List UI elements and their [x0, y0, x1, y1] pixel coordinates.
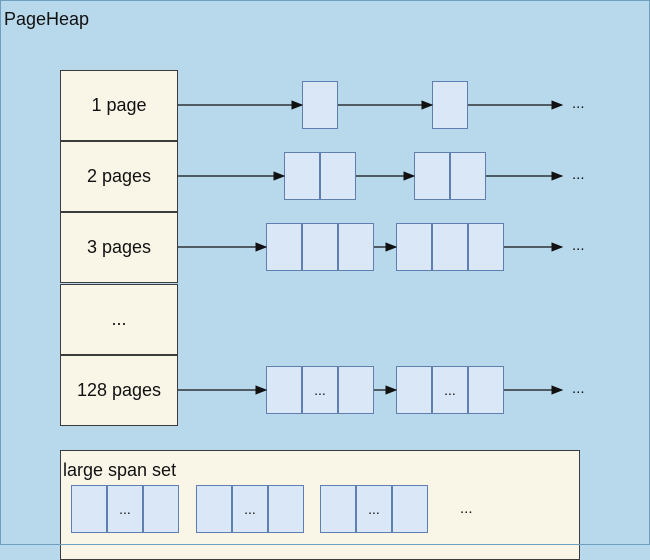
span-cell-row2-g2-c1: [414, 152, 450, 200]
large-span-cell-g2-c3: [268, 485, 304, 533]
large-span-cell-g2-c2: ...: [232, 485, 268, 533]
large-span-cell-g3-c2: ...: [356, 485, 392, 533]
span-cell-row5-g2-c1: [396, 366, 432, 414]
span-cell-row2-g1-c2: [320, 152, 356, 200]
trail-ellipsis-row-3: ...: [572, 237, 585, 254]
span-cell-row2-g1-c1: [284, 152, 320, 200]
arrow-layer: [178, 100, 564, 395]
large-span-cell-g1-c3: [143, 485, 179, 533]
page-title: PageHeap: [4, 9, 90, 29]
span-cell-row1-g2-c1: [432, 81, 468, 129]
large-span-cell-g3-c1: [320, 485, 356, 533]
span-cell-row1-g1-c1: [302, 81, 338, 129]
bucket-row-3: 3 pages: [60, 212, 178, 283]
large-span-cell-g1-c1: [71, 485, 107, 533]
span-cell-row3-g1-c3: [338, 223, 374, 271]
large-span-cell-g1-c2: ...: [107, 485, 143, 533]
large-span-trail-ellipsis: ...: [460, 500, 473, 517]
trail-ellipsis-row-1: ...: [572, 95, 585, 112]
span-cell-row2-g2-c2: [450, 152, 486, 200]
bucket-row-1: 1 page: [60, 70, 178, 141]
span-cell-row5-g1-c3: [338, 366, 374, 414]
bucket-row-5: 128 pages: [60, 355, 178, 426]
large-span-cell-g2-c1: [196, 485, 232, 533]
span-cell-row5-g1-c2: ...: [302, 366, 338, 414]
span-cell-row3-g2-c2: [432, 223, 468, 271]
large-span-set-label: large span set: [63, 460, 177, 480]
large-span-cell-g3-c3: [392, 485, 428, 533]
span-cell-row5-g2-c3: [468, 366, 504, 414]
span-cell-row3-g1-c1: [266, 223, 302, 271]
span-cell-row5-g1-c1: [266, 366, 302, 414]
trail-ellipsis-row-5: ...: [572, 380, 585, 397]
bucket-row-2: 2 pages: [60, 141, 178, 212]
span-cell-row5-g2-c2: ...: [432, 366, 468, 414]
span-cell-row3-g2-c1: [396, 223, 432, 271]
span-cell-row3-g2-c3: [468, 223, 504, 271]
trail-ellipsis-row-2: ...: [572, 166, 585, 183]
bucket-row-4: ...: [60, 284, 178, 355]
span-cell-row3-g1-c2: [302, 223, 338, 271]
